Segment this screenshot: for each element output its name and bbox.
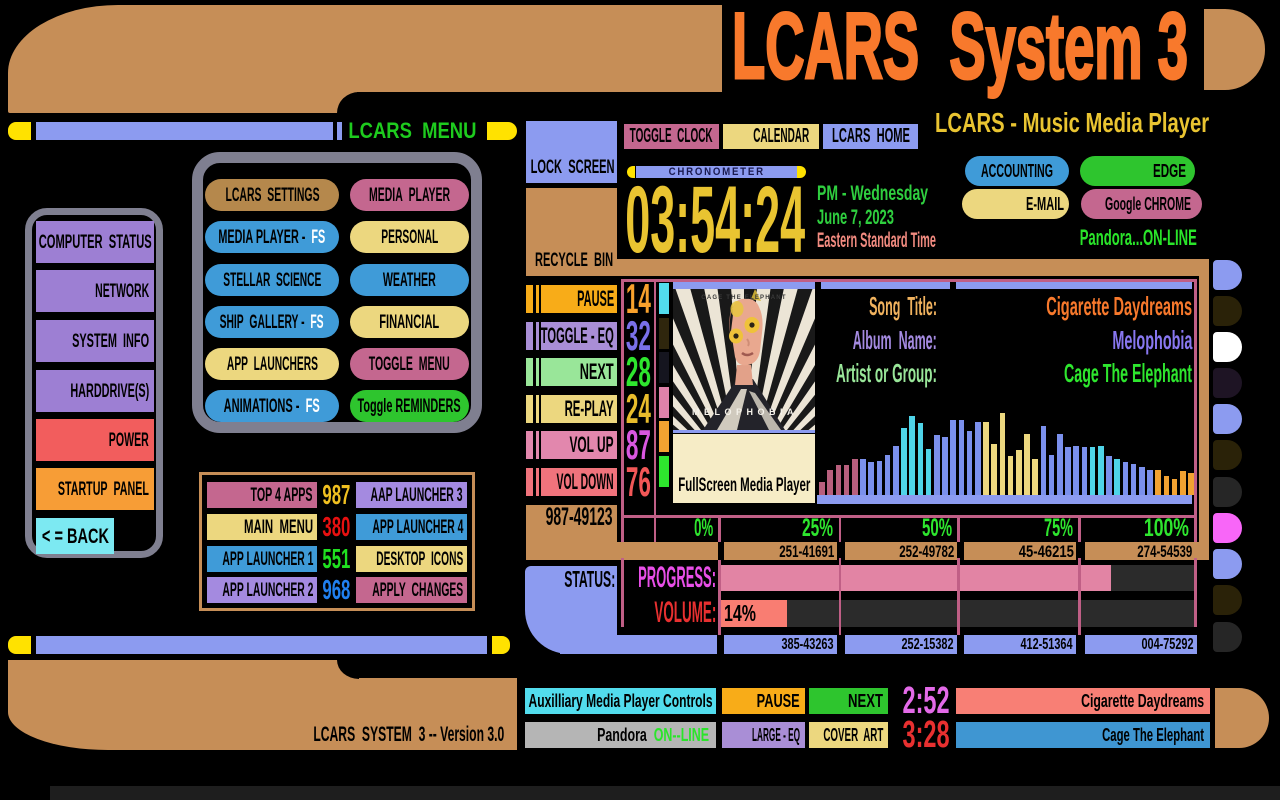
svg-text:CAGE THE ELEPHANT: CAGE THE ELEPHANT — [701, 295, 786, 301]
svg-text:MELOPHOBIA: MELOPHOBIA — [692, 407, 798, 417]
